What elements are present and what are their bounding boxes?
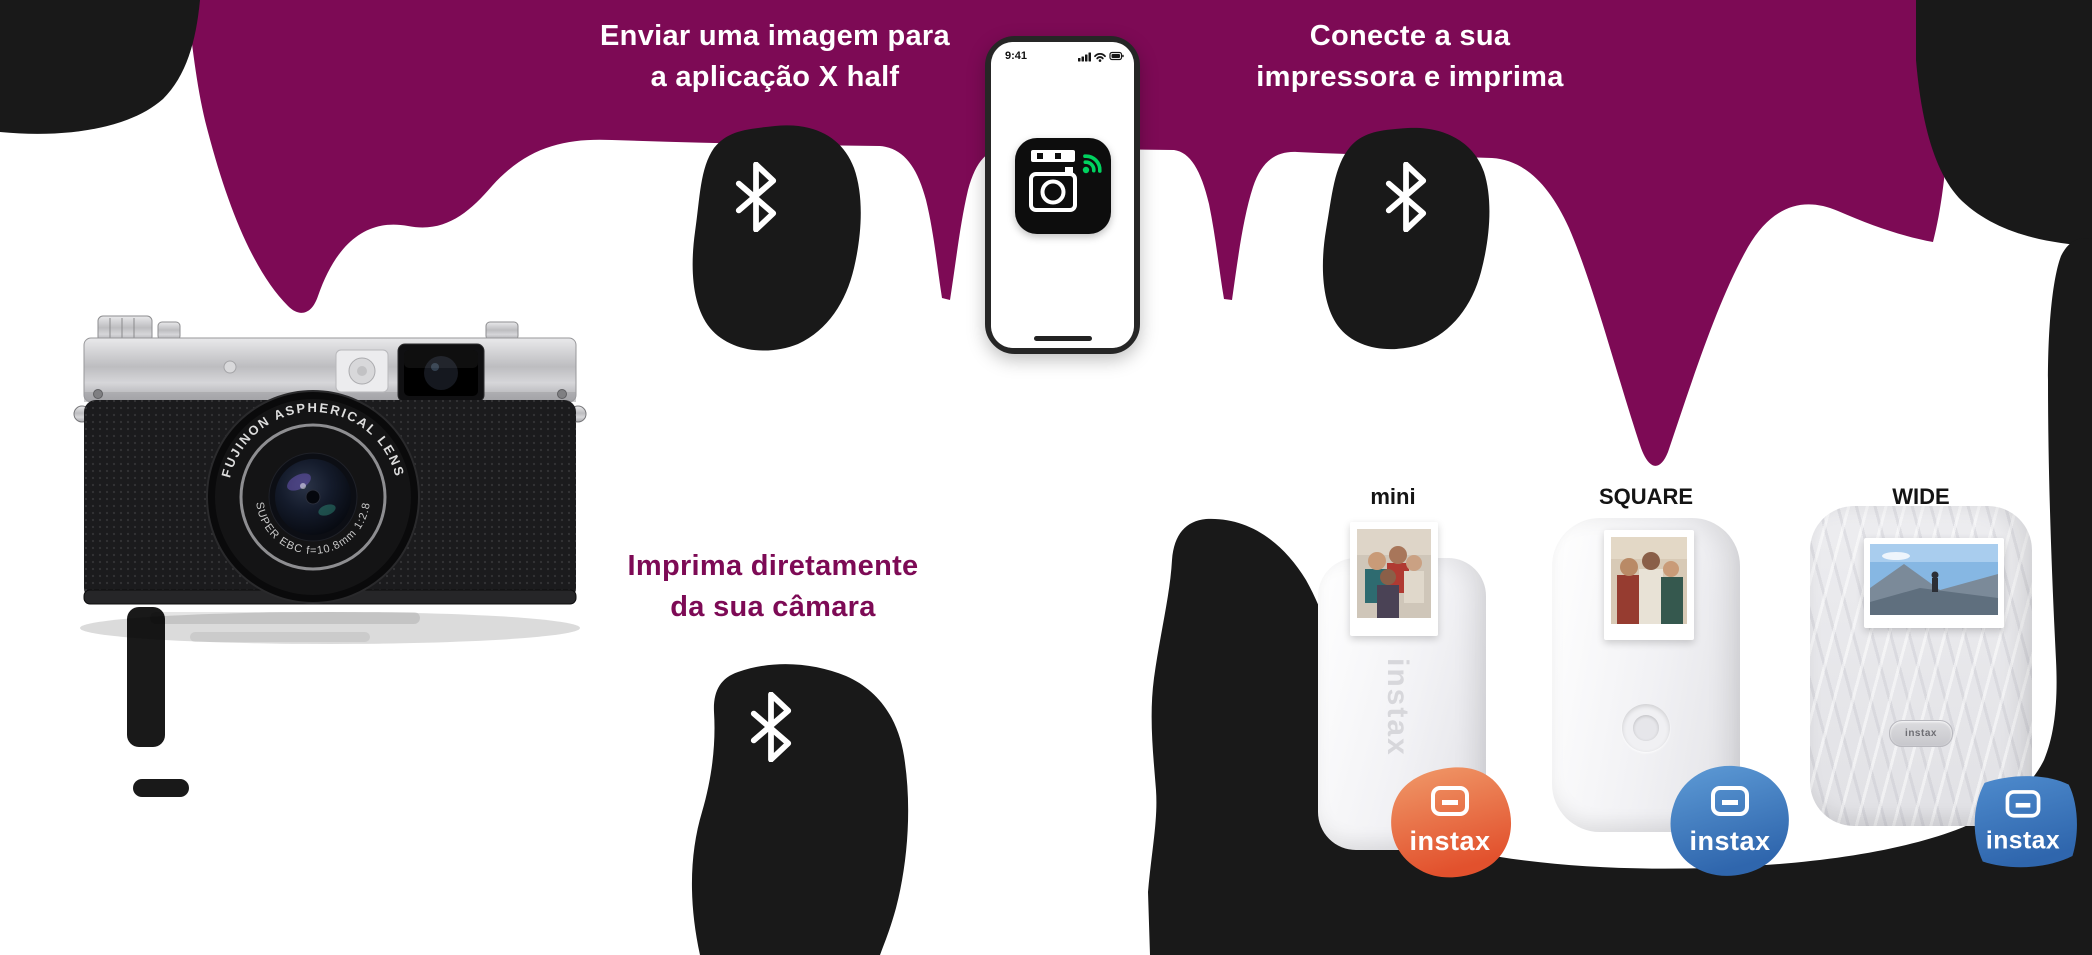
printer-power-button: instax (1889, 720, 1953, 747)
af-illuminator (223, 360, 237, 374)
lens-center (305, 489, 321, 505)
instax-mark-icon (2005, 790, 2041, 818)
printer-emboss-text: instax (1381, 658, 1414, 757)
phone-status-time: 9:41 (1005, 50, 1028, 62)
instax-square-photo (1604, 530, 1694, 640)
instax-mini-photo (1350, 522, 1438, 636)
step-direct-line2: da sua câmara (670, 591, 876, 623)
bluetooth-icon (748, 692, 794, 762)
step-send-label: Enviar uma imagem para a aplicação X hal… (520, 16, 1030, 98)
camera-shadow-streak (190, 632, 370, 642)
wifi-icon (1094, 52, 1106, 62)
bottom-center-blob (691, 664, 909, 955)
step-connect-line2: impressora e imprima (1256, 61, 1564, 93)
corner-blob-top-right (1916, 0, 2092, 246)
instax-mark-icon (1431, 786, 1469, 816)
instax-logo-text: instax (1689, 826, 1770, 856)
instax-square-logo-badge: instax (1670, 765, 1789, 876)
photo-image-landscape (1870, 544, 1998, 615)
decor-strip-dash (133, 779, 189, 797)
camera-illustration: FUJINON ASPHERICAL LENS SUPER EBC f=10.8… (73, 315, 587, 644)
badge-blob (1670, 765, 1789, 876)
camera-small-knob (157, 321, 181, 341)
instax-mini-logo-badge: instax (1391, 767, 1512, 878)
instax-mark-slot (1442, 800, 1458, 805)
camera-screw (93, 389, 103, 399)
camera-glyph-viewfinder (1064, 167, 1073, 173)
smartphone: 9:41 (985, 36, 1140, 354)
instax-wide-logo-badge: instax (1974, 776, 2077, 868)
badge-blob (1391, 767, 1512, 878)
wireless-signal-icon (1082, 154, 1102, 174)
printer-label-mini: mini (1370, 484, 1416, 509)
step-connect-line1: Conecte a sua (1309, 20, 1511, 52)
camera-glyph-body (1028, 172, 1077, 212)
lens-highlight (300, 483, 306, 489)
phone-statusbar: 9:41 (991, 42, 1134, 62)
photo-image-people (1611, 537, 1687, 624)
camera-shadow (80, 612, 580, 644)
battery-icon (1109, 51, 1124, 61)
bluetooth-blob-2 (1322, 127, 1490, 350)
bluetooth-blob-1 (692, 125, 861, 351)
step-direct-line1: Imprima diretamente (627, 550, 919, 582)
photo-image-people (1357, 529, 1431, 618)
step-send-line1: Enviar uma imagem para (600, 20, 950, 52)
printer-label-wide: WIDE (1892, 484, 1950, 509)
camera-right-knob (485, 321, 519, 341)
bottom-right-blob (1148, 238, 2092, 955)
viewfinder-highlight (431, 363, 439, 371)
phone-screen: 9:41 (991, 42, 1134, 348)
home-indicator (1033, 336, 1092, 341)
bluetooth-icon (733, 162, 779, 232)
lens-reflection-green (318, 504, 336, 516)
film-hole (1054, 153, 1061, 159)
bluetooth-icon (1383, 162, 1429, 232)
camera-screw (557, 389, 567, 399)
lens-silver-ring (239, 423, 387, 571)
printer-power-button (1622, 704, 1670, 752)
printer-label-square: SQUARE (1598, 484, 1694, 509)
film-hole (1036, 153, 1043, 159)
decor-strip-vertical (127, 607, 165, 747)
camera-glyph-lens (1040, 179, 1065, 205)
corner-blob-top-left (0, 0, 200, 134)
instax-mark-slot (1722, 800, 1738, 805)
badge-blob (1974, 776, 2077, 868)
viewfinder-gloss (404, 350, 478, 368)
instax-mark-slot (2015, 802, 2031, 808)
flash-bulb-center (357, 366, 367, 376)
camera-shadow-streak (150, 612, 420, 624)
xhalf-app-icon (1014, 138, 1111, 234)
step-send-line2: a aplicação X half (650, 61, 900, 93)
step-connect-label: Conecte a sua impressora e imprima (1160, 16, 1660, 98)
instax-mark-icon (1711, 786, 1749, 816)
instax-wide-photo (1864, 538, 2004, 628)
instax-logo-text: instax (1986, 828, 2060, 855)
step-direct-label: Imprima diretamente da sua câmara (523, 546, 1023, 628)
phone-status-icons (1078, 51, 1124, 62)
signal-bars-icon (1078, 52, 1091, 62)
instax-logo-text: instax (1409, 826, 1490, 856)
flow-arrows-shape (187, 0, 1950, 466)
